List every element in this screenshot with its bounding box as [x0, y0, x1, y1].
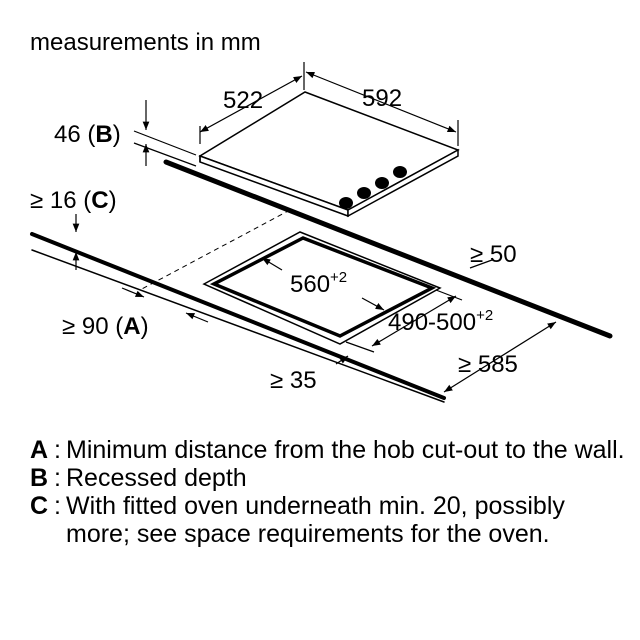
dimension-lines	[72, 62, 557, 393]
dim-worktop-depth: ≥ 585	[458, 351, 518, 378]
units-caption: measurements in mm	[30, 29, 261, 56]
legend-key: A	[30, 436, 49, 464]
dim-hob-width: 592	[362, 85, 402, 112]
dim-592-line	[305, 71, 457, 133]
dim-recessed-depth: 46 (B)	[54, 121, 121, 148]
dim-worktop-depth-line	[443, 321, 557, 393]
legend-key: C	[30, 492, 49, 520]
worktop	[30, 159, 613, 403]
hob-right-side	[347, 148, 459, 218]
legend-key: B	[30, 464, 49, 492]
legend: A : Minimum distance from the hob cut-ou…	[30, 436, 630, 548]
dim-wall-distance: ≥ 90 (A)	[62, 313, 149, 340]
worktop-front-edge-bottom	[31, 249, 445, 403]
wall-dashed-line	[139, 209, 291, 291]
legend-item: A : Minimum distance from the hob cut-ou…	[30, 436, 630, 464]
control-knob-icon	[393, 166, 407, 178]
dim-hob-depth: 522	[223, 87, 263, 114]
cutout-outer	[202, 231, 442, 345]
legend-item: C : With fitted oven underneath min. 20,…	[30, 492, 630, 548]
cutout	[139, 209, 442, 345]
worktop-back-edge	[163, 159, 613, 339]
control-knob-icon	[357, 187, 371, 199]
dim-cutout-depth-line	[371, 295, 457, 347]
worktop-front-edge-top	[30, 232, 446, 400]
legend-text: Recessed depth	[66, 464, 247, 492]
legend-item: B : Recessed depth	[30, 464, 630, 492]
control-knob-icon	[375, 177, 389, 189]
control-knob-icon	[339, 197, 353, 209]
legend-text: With fitted oven underneath min. 20, pos…	[66, 492, 565, 548]
dim-oven-gap: ≥ 16 (C)	[30, 187, 117, 214]
dim-cutout-depth: 490-500+2	[388, 307, 493, 336]
dim-side-distance: ≥ 50	[470, 241, 517, 268]
legend-text: Minimum distance from the hob cut-out to…	[66, 436, 625, 464]
dim-front-distance: ≥ 35	[270, 367, 317, 394]
dim-cutout-width: 560+2	[290, 269, 347, 298]
cutout-inner	[209, 236, 437, 338]
dim-522-line	[199, 75, 303, 133]
